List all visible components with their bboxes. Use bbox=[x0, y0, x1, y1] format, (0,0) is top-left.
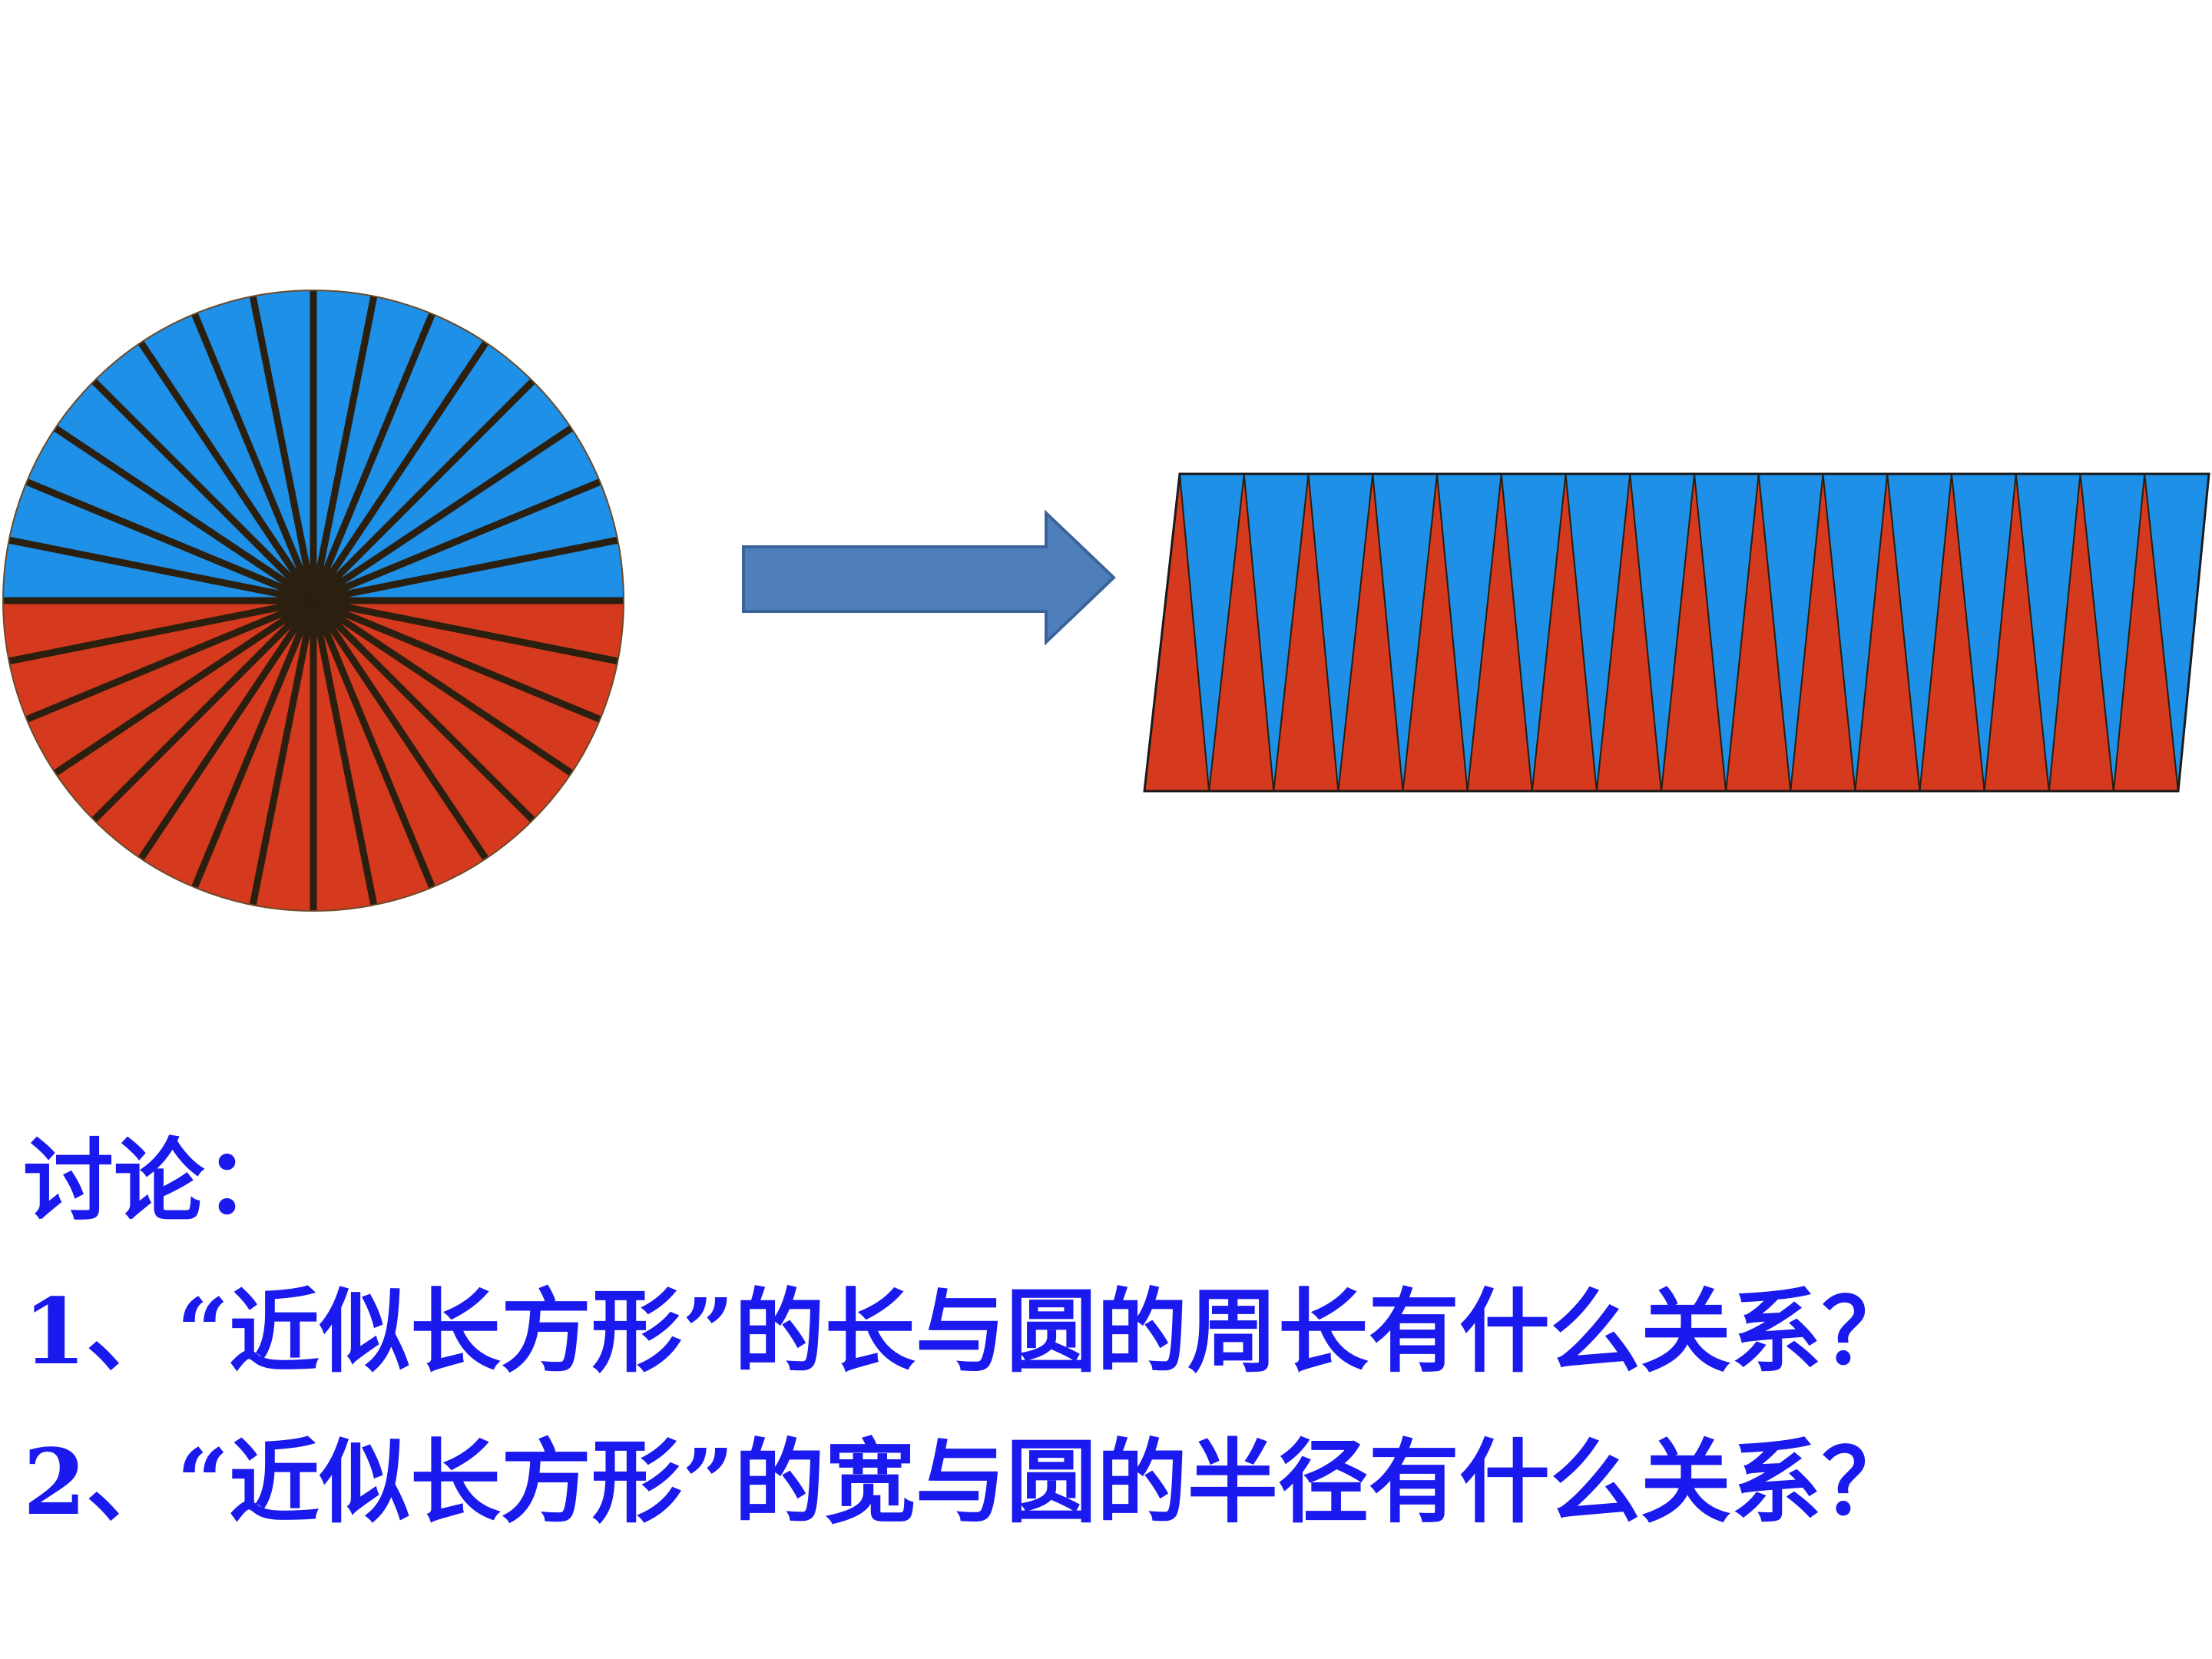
right-arrow-icon bbox=[742, 509, 1116, 646]
sector-divider bbox=[312, 597, 601, 723]
sector-divider bbox=[313, 597, 619, 665]
sector-divider bbox=[25, 478, 315, 604]
discussion-text: 讨论： 1、“近似长方形”的长与圆的周长有什么关系？ 2、“近似长方形”的宽与圆… bbox=[23, 1106, 2189, 1558]
sector-divider bbox=[8, 597, 314, 665]
sector-divider bbox=[310, 379, 535, 604]
sector-divider bbox=[53, 598, 316, 777]
sector-divider bbox=[311, 425, 574, 604]
sector-divider bbox=[91, 598, 316, 823]
sector-divider bbox=[91, 379, 316, 604]
sector-divider bbox=[25, 597, 315, 723]
question-2: 2、“近似长方形”的宽与圆的半径有什么关系？ bbox=[23, 1429, 1912, 1535]
sector-divider bbox=[8, 536, 314, 604]
sector-divider bbox=[313, 536, 619, 604]
sector-divider bbox=[249, 600, 317, 906]
arrow-shape bbox=[742, 509, 1116, 646]
sector-divider bbox=[137, 340, 316, 603]
sector-divider bbox=[191, 313, 317, 602]
question-1: 1、“近似长方形”的长与圆的周长有什么关系？ bbox=[23, 1278, 1912, 1385]
sector-divider bbox=[137, 598, 316, 861]
strip-outline bbox=[1143, 472, 2210, 793]
sector-divider bbox=[310, 340, 489, 603]
discussion-heading: 讨论： bbox=[23, 1128, 296, 1234]
sector-divider bbox=[249, 295, 317, 601]
sector-divider bbox=[311, 598, 574, 777]
circle-outline bbox=[2, 290, 624, 912]
sector-divider bbox=[310, 599, 435, 889]
sector-divider bbox=[191, 599, 317, 889]
sector-circle bbox=[2, 290, 624, 912]
rearranged-strip bbox=[1143, 472, 2210, 793]
sector-divider bbox=[310, 313, 435, 602]
sector-divider bbox=[310, 600, 378, 906]
sector-divider bbox=[53, 425, 316, 604]
sector-divider bbox=[310, 598, 489, 861]
sector-divider bbox=[310, 295, 378, 601]
sector-divider bbox=[312, 478, 601, 604]
sector-divider bbox=[310, 598, 535, 823]
